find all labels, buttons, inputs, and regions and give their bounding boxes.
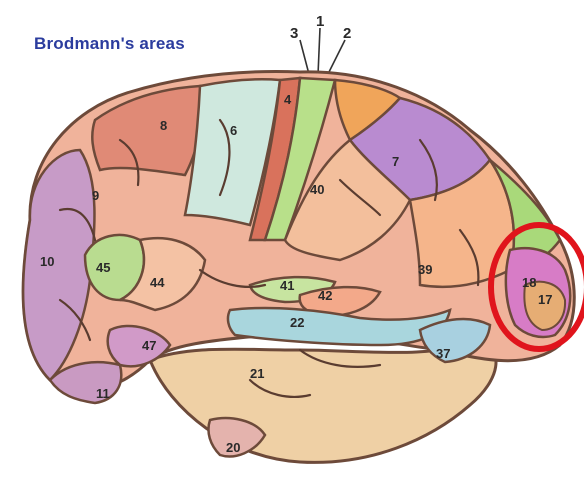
label-4: 4 [284,92,292,107]
label-47: 47 [142,338,156,353]
label-3: 3 [290,25,298,42]
diagram-title: Brodmann's areas [34,34,185,54]
label-37: 37 [436,346,450,361]
label-1: 1 [316,13,324,30]
label-10: 10 [40,254,54,269]
label-40: 40 [310,182,324,197]
label-45: 45 [96,260,110,275]
label-44: 44 [150,275,165,290]
label-18: 18 [522,275,536,290]
label-39: 39 [418,262,432,277]
label-9: 9 [92,188,99,203]
label-17: 17 [538,292,552,307]
label-8: 8 [160,118,167,133]
label-22: 22 [290,315,304,330]
label-42: 42 [318,288,332,303]
label-21: 21 [250,366,264,381]
label-2: 2 [343,25,351,42]
label-6: 6 [230,123,237,138]
label-20: 20 [226,440,240,455]
label-41: 41 [280,278,294,293]
label-11: 11 [96,386,110,401]
label-7: 7 [392,154,399,169]
